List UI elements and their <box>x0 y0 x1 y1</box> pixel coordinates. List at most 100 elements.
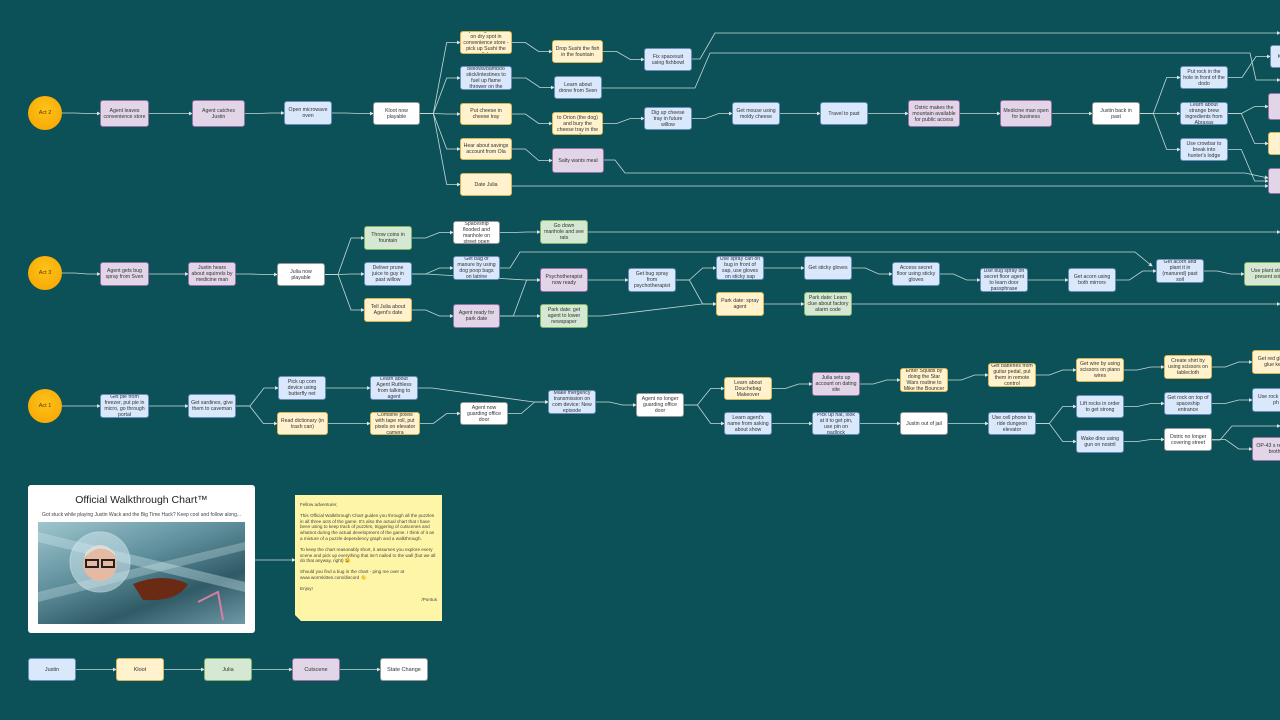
step-node[interactable]: Use rock on get ph <box>1252 388 1280 412</box>
step-node[interactable]: Psychotherapist now ready <box>540 268 588 292</box>
step-node[interactable]: Agent now guarding office door <box>460 402 508 425</box>
step-node[interactable]: Tell Julia about Agent's date <box>364 298 412 322</box>
step-node[interactable]: Ostric makes the mountain available for … <box>908 100 960 127</box>
act3-start-node[interactable]: Act 3 <box>28 256 62 290</box>
step-node[interactable]: Justin out of jail <box>900 412 948 435</box>
connector-arrow <box>62 111 101 116</box>
step-node[interactable]: Read dictionary (in trash can) <box>277 412 328 435</box>
connector-arrow <box>1228 104 1269 114</box>
step-node[interactable]: Enter Squids by doing the Star Wars rout… <box>900 368 948 392</box>
legend-kloot: Kloot <box>116 658 164 681</box>
step-node[interactable]: Kloot now playable <box>373 102 420 125</box>
connector-arrow <box>508 400 549 414</box>
step-node[interactable]: Travel to past <box>820 102 868 125</box>
step-node[interactable]: Get acorn using both mirrors <box>1068 268 1116 292</box>
step-node[interactable]: Get bug spray from psychotherapist <box>628 268 676 292</box>
step-node[interactable]: Learn about Douchebag Makeover <box>724 377 772 400</box>
step-node[interactable]: Open microwave oven <box>284 101 332 125</box>
step-node[interactable]: Wake dino using gun on nostril <box>1076 430 1124 453</box>
step-node[interactable]: Agent no longer guarding office door <box>636 393 684 417</box>
step-node[interactable]: Deliver prune juice to guy in past willo… <box>364 262 412 286</box>
act1-start-node[interactable]: Act 1 <box>28 389 62 423</box>
step-node[interactable]: M <box>1268 93 1280 120</box>
step-node[interactable]: Agent leaves convenience store <box>100 100 149 127</box>
step-node[interactable]: Age bo <box>1268 168 1280 194</box>
step-node[interactable]: Park date: spray agent <box>716 292 764 316</box>
step-node[interactable]: Use plant stick present soil <box>1244 262 1280 286</box>
step-node[interactable]: Salty wants meal <box>552 148 604 173</box>
step-node[interactable]: Use crowbar to break into hunter's lodge <box>1180 138 1228 161</box>
step-node[interactable]: Kn pa on b ho <box>1270 45 1280 68</box>
step-node[interactable]: Agent catches Justin <box>192 100 245 127</box>
long-connector <box>692 31 1280 60</box>
step-node[interactable]: Get red gl using glue ketch <box>1252 350 1280 374</box>
step-node[interactable]: Dig up cheese tray in future willow <box>644 107 692 130</box>
connector-arrow <box>588 302 717 317</box>
step-node[interactable]: Date Julia <box>460 173 512 196</box>
step-node[interactable]: Justin hears about squirrels by medicine… <box>188 262 236 286</box>
step-node[interactable]: Access secret floor using sticky gloves <box>892 262 940 286</box>
long-connector <box>1212 424 1280 441</box>
connector-arrow <box>1212 439 1253 451</box>
step-node[interactable]: Medicine man open for business <box>1000 100 1052 127</box>
step-node[interactable]: Get wire by using scissors on piano wire… <box>1076 358 1124 382</box>
step-node[interactable]: Use cell phone to ride dungeon elevator <box>988 412 1036 435</box>
step-node[interactable]: Agent gets bug spray from Sven <box>100 262 149 286</box>
step-node[interactable]: Get acorn and plant it in (manured) past… <box>1156 259 1204 283</box>
step-node[interactable]: Throw coins in fountain <box>364 226 412 250</box>
step-node[interactable]: Lift rocks in order to get strong <box>1076 395 1124 418</box>
step-node[interactable]: Fix spacesuit using fishbowl <box>644 48 692 71</box>
connector-arrow <box>940 273 981 282</box>
step-node[interactable]: Julia now playable <box>277 263 325 286</box>
step-node[interactable]: Put rock in the hole in front of the dod… <box>1180 66 1228 89</box>
step-node[interactable]: Agent ready for park date <box>453 304 500 328</box>
connector-arrow <box>325 236 365 275</box>
step-node[interactable]: Use can <box>1268 132 1280 155</box>
connector-arrow <box>420 113 461 187</box>
connector-arrow <box>1212 398 1253 404</box>
step-node[interactable]: OP-43 s revenge brothe <box>1252 437 1280 461</box>
step-node[interactable]: Pick up hat, look at it to get pin, use … <box>812 412 860 435</box>
step-node[interactable]: Make mergency transmission on com device… <box>548 390 596 414</box>
step-node[interactable]: Use bug spray on secret floor agent to l… <box>980 268 1028 292</box>
connector-arrow <box>1228 113 1269 146</box>
connector-arrow <box>236 386 279 407</box>
step-node[interactable]: Drop Sushi the fish in the fountain <box>552 40 603 63</box>
step-node[interactable]: Hear about savings account from Ola <box>460 138 512 160</box>
step-node[interactable]: Park date: Learn clue about factory alar… <box>804 292 852 316</box>
step-node[interactable]: Pick up com device using butterfly net <box>278 376 326 400</box>
step-node[interactable]: Get sticky gloves <box>804 256 852 280</box>
walkthrough-card: Official Walkthrough Chart™ Got stuck wh… <box>28 485 255 633</box>
step-node[interactable]: Justin back in past <box>1092 102 1140 125</box>
connector-arrow <box>1140 113 1181 152</box>
step-node[interactable]: Learn about drone from Sven <box>554 76 602 99</box>
connector-arrow <box>1124 401 1165 407</box>
step-node[interactable]: Park date: get agent to lower newspaper <box>540 304 588 328</box>
card-subtitle: Got stuck while playing Justin Wack and … <box>41 512 242 518</box>
step-node[interactable]: Give the alien bone to Orion (the dog) a… <box>552 112 603 135</box>
connector-arrow <box>1228 54 1271 78</box>
step-node[interactable]: Spill mug of water on dry spot in conven… <box>460 31 512 54</box>
step-node[interactable]: Use bellows/bamboo stick/intestines to f… <box>460 66 512 90</box>
connector-arrow <box>418 387 549 404</box>
step-node[interactable]: Spaceship flooded and manhole on street … <box>453 221 500 244</box>
step-node[interactable]: Julia sets up account on dating site <box>812 372 860 396</box>
connector-arrow <box>1140 75 1181 114</box>
step-node[interactable]: Learn about strange brew ingredients fro… <box>1180 102 1228 125</box>
step-node[interactable]: Get rock on top of spaceship entrance <box>1164 392 1212 415</box>
step-node[interactable]: Get bag of manure by using dog poop bags… <box>453 256 500 280</box>
step-node[interactable]: Learn agent's name from asking about sho… <box>724 412 772 435</box>
connector-arrow <box>676 279 717 306</box>
step-node[interactable]: Learn about Agent Ruthless from talking … <box>370 376 418 400</box>
step-node[interactable]: Get pie from freezer, put pie in micro, … <box>100 394 149 418</box>
step-node[interactable]: Go down manhole and see rats <box>540 220 588 244</box>
step-node[interactable]: Ostric no longer covering street <box>1164 428 1212 451</box>
step-node[interactable]: Combine pixels with tape roll, put pixel… <box>370 412 420 435</box>
step-node[interactable]: Get batteries from guitar pedal, put the… <box>988 363 1036 387</box>
step-node[interactable]: Get sardines, give them to caveman <box>188 394 236 418</box>
step-node[interactable]: Get mouse using moldy cheese <box>732 102 780 125</box>
step-node[interactable]: Put cheese in cheese tray <box>460 103 512 125</box>
act2-start-node[interactable]: Act 2 <box>28 96 62 130</box>
step-node[interactable]: Use spray can on bug in front of sap, us… <box>716 256 764 280</box>
step-node[interactable]: Create shirt by using scissors on tablec… <box>1164 355 1212 379</box>
